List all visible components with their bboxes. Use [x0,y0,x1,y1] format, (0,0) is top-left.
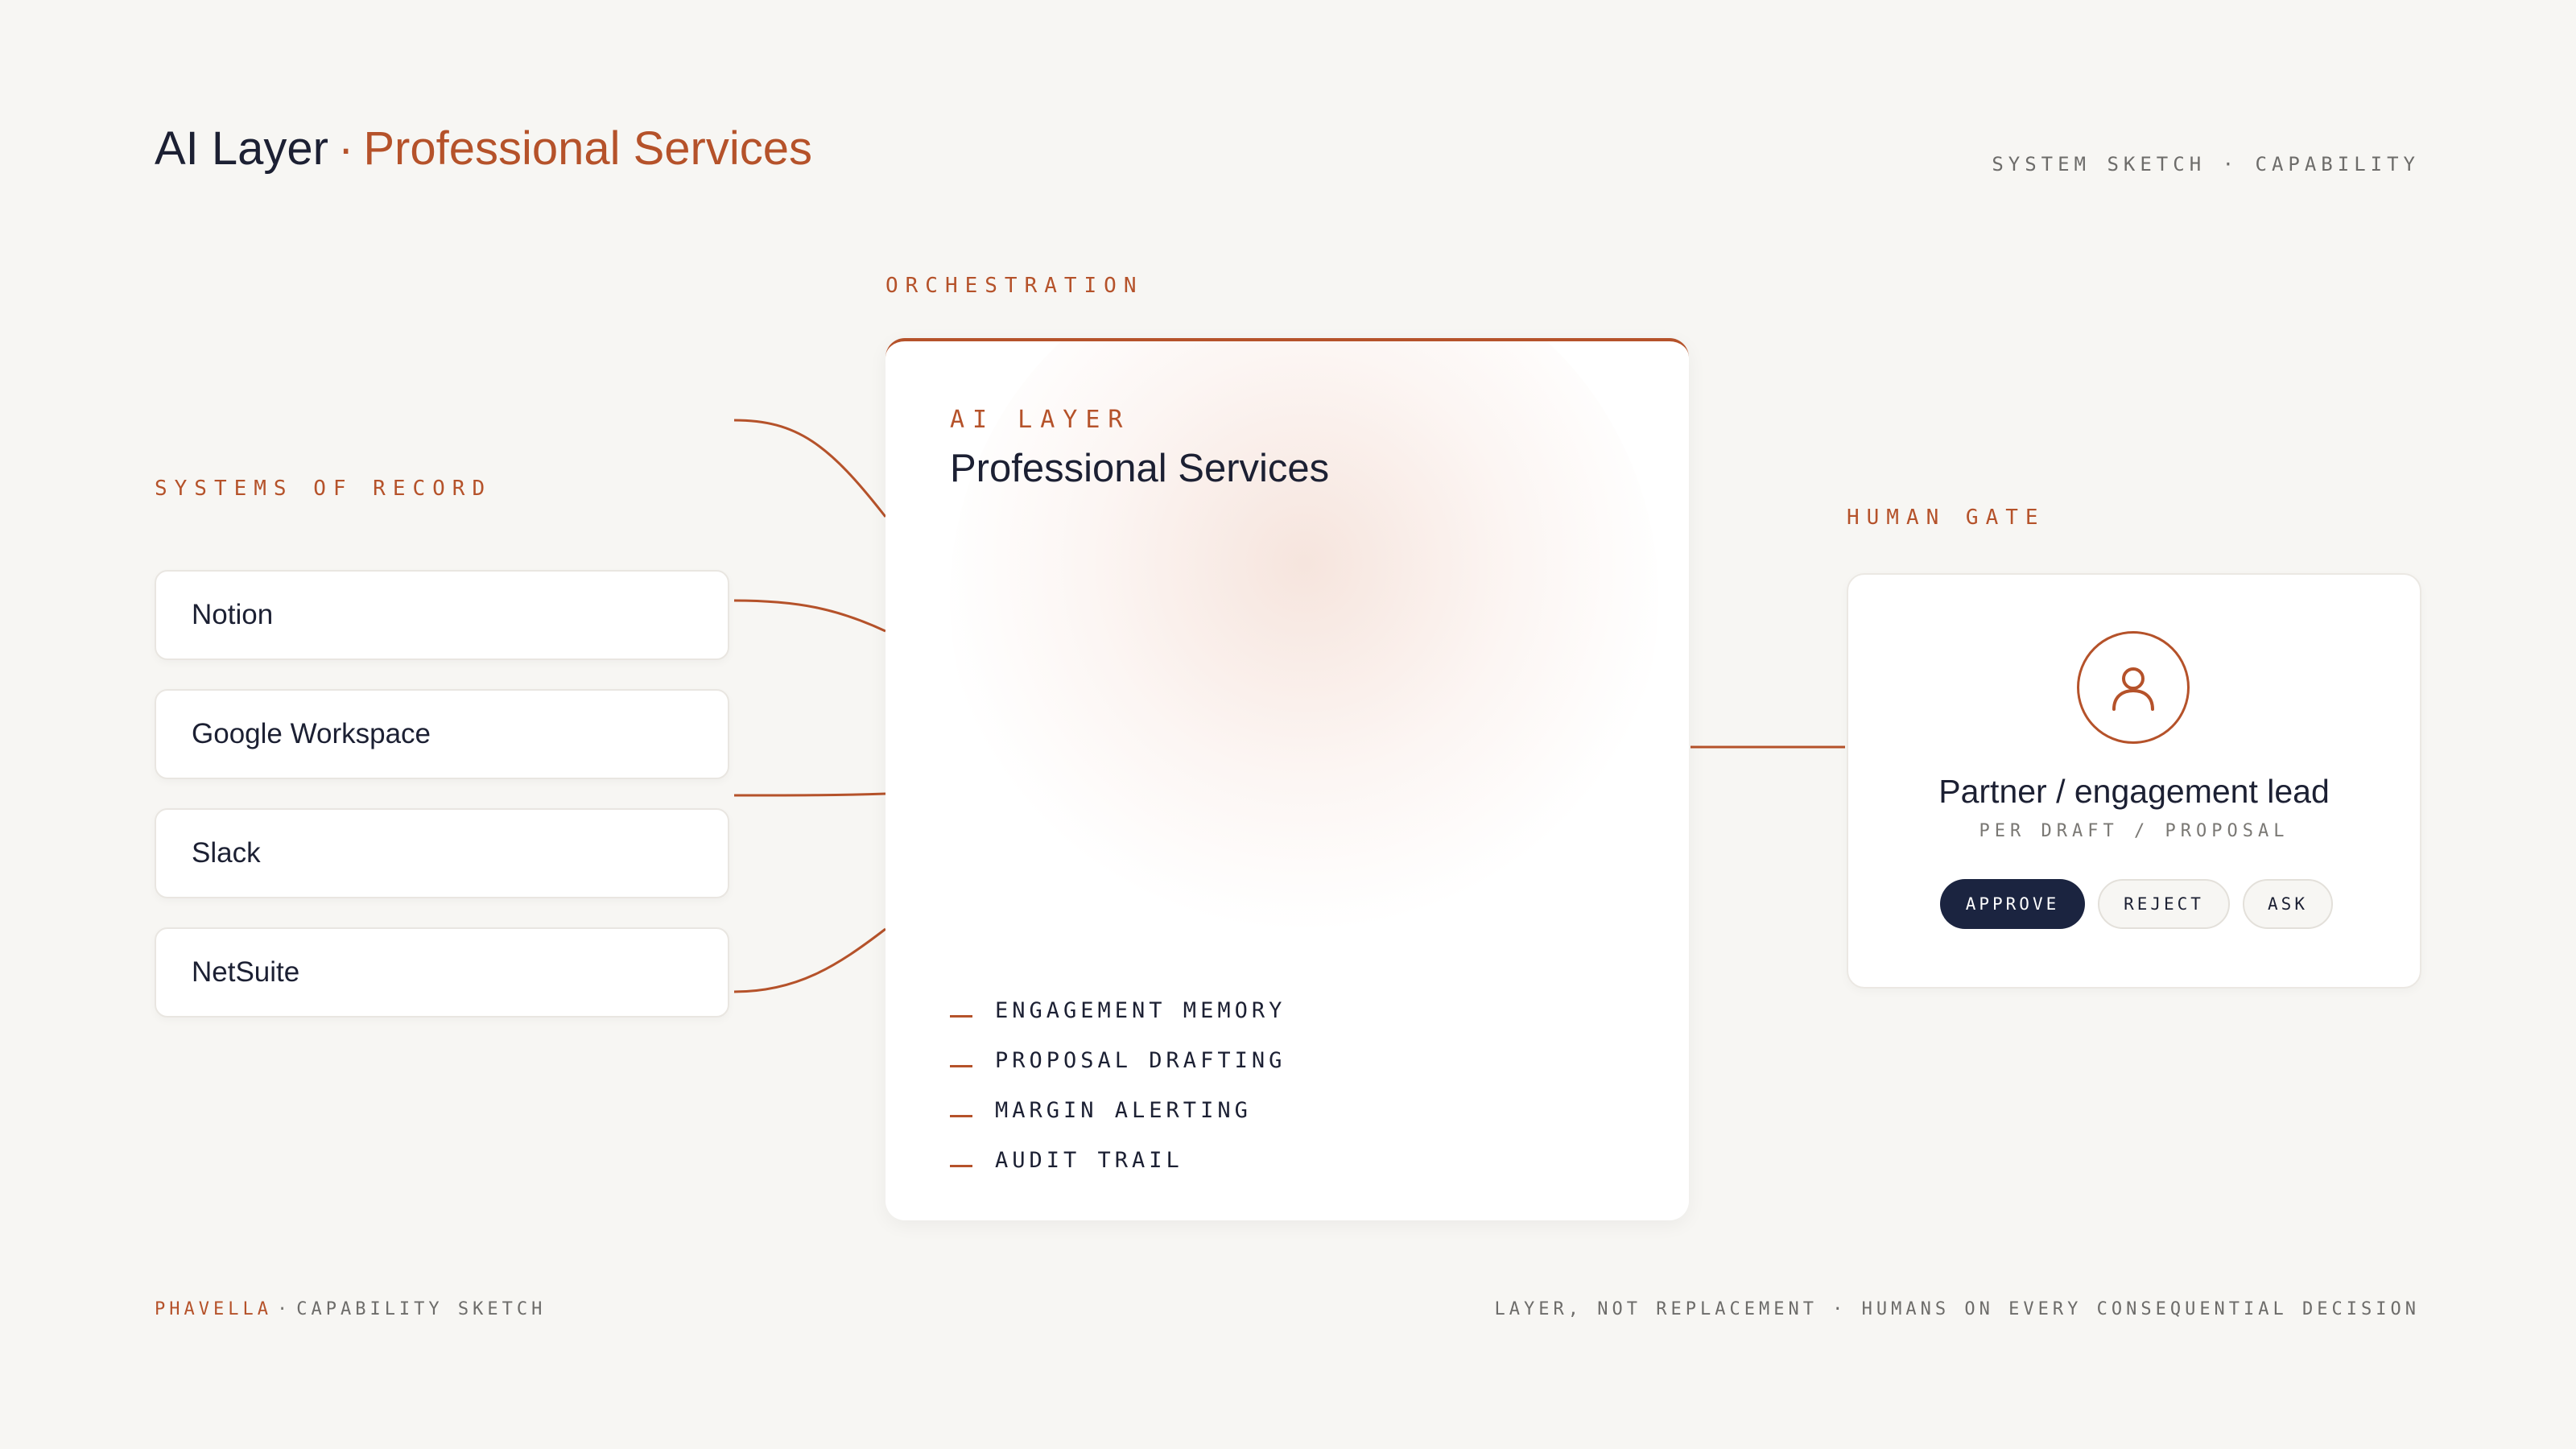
capability-item: MARGIN ALERTING [950,1085,1286,1135]
ai-layer-title: Professional Services [950,447,1330,490]
dash-icon [950,1114,972,1117]
capability-label: MARGIN ALERTING [995,1097,1252,1123]
capability-label: PROPOSAL DRAFTING [995,1047,1286,1073]
page-title-separator: · [338,122,354,175]
page-title-sub: Professional Services [363,122,813,175]
human-gate-card: Partner / engagement lead PER DRAFT / PR… [1847,573,2421,989]
system-label: NetSuite [192,956,300,988]
reject-button[interactable]: REJECT [2098,879,2230,929]
gate-cadence: PER DRAFT / PROPOSAL [1979,821,2289,841]
connector-line [733,792,886,797]
footer-separator: · [276,1299,292,1319]
dash-icon [950,1164,972,1167]
connector-line [733,927,886,993]
capability-label: AUDIT TRAIL [995,1147,1183,1173]
brand-note: CAPABILITY SKETCH [296,1299,547,1319]
ask-button[interactable]: ASK [2243,879,2333,929]
user-icon [2112,667,2154,711]
capability-label: ENGAGEMENT MEMORY [995,997,1286,1023]
avatar [2077,631,2190,744]
approve-button[interactable]: APPROVE [1940,879,2085,929]
ai-layer-eyebrow: AI LAYER [950,406,1131,434]
system-card-slack[interactable]: Slack [155,808,729,898]
ai-layer-card: AI LAYER Professional Services ENGAGEMEN… [886,338,1689,1220]
footer-tagline: LAYER, NOT REPLACEMENT · HUMANS ON EVERY… [1494,1299,2420,1319]
dash-icon [950,1014,972,1018]
system-card-notion[interactable]: Notion [155,570,729,660]
system-label: Google Workspace [192,718,431,749]
sketch-tag: SYSTEM SKETCH · CAPABILITY [1992,153,2420,175]
orchestration-label: ORCHESTRATION [886,274,1144,298]
dash-icon [950,1064,972,1067]
page-title-main: AI Layer [155,122,328,175]
system-label: Slack [192,837,261,869]
connector-line [733,599,886,633]
systems-of-record-label: SYSTEMS OF RECORD [155,477,493,501]
brand-name: PHAVELLA [155,1299,272,1319]
connector-line [733,419,887,518]
human-gate-label: HUMAN GATE [1847,506,2046,530]
footer-brand: PHAVELLA·CAPABILITY SKETCH [155,1299,546,1319]
capability-item: ENGAGEMENT MEMORY [950,985,1286,1035]
gate-role: Partner / engagement lead [1938,773,2330,810]
system-card-netsuite[interactable]: NetSuite [155,927,729,1018]
capability-item: AUDIT TRAIL [950,1135,1286,1185]
page-title: AI Layer·Professional Services [155,126,812,172]
capability-item: PROPOSAL DRAFTING [950,1035,1286,1085]
system-label: Notion [192,599,274,630]
capability-list: ENGAGEMENT MEMORY PROPOSAL DRAFTING MARG… [950,985,1286,1185]
system-card-google-workspace[interactable]: Google Workspace [155,689,729,779]
